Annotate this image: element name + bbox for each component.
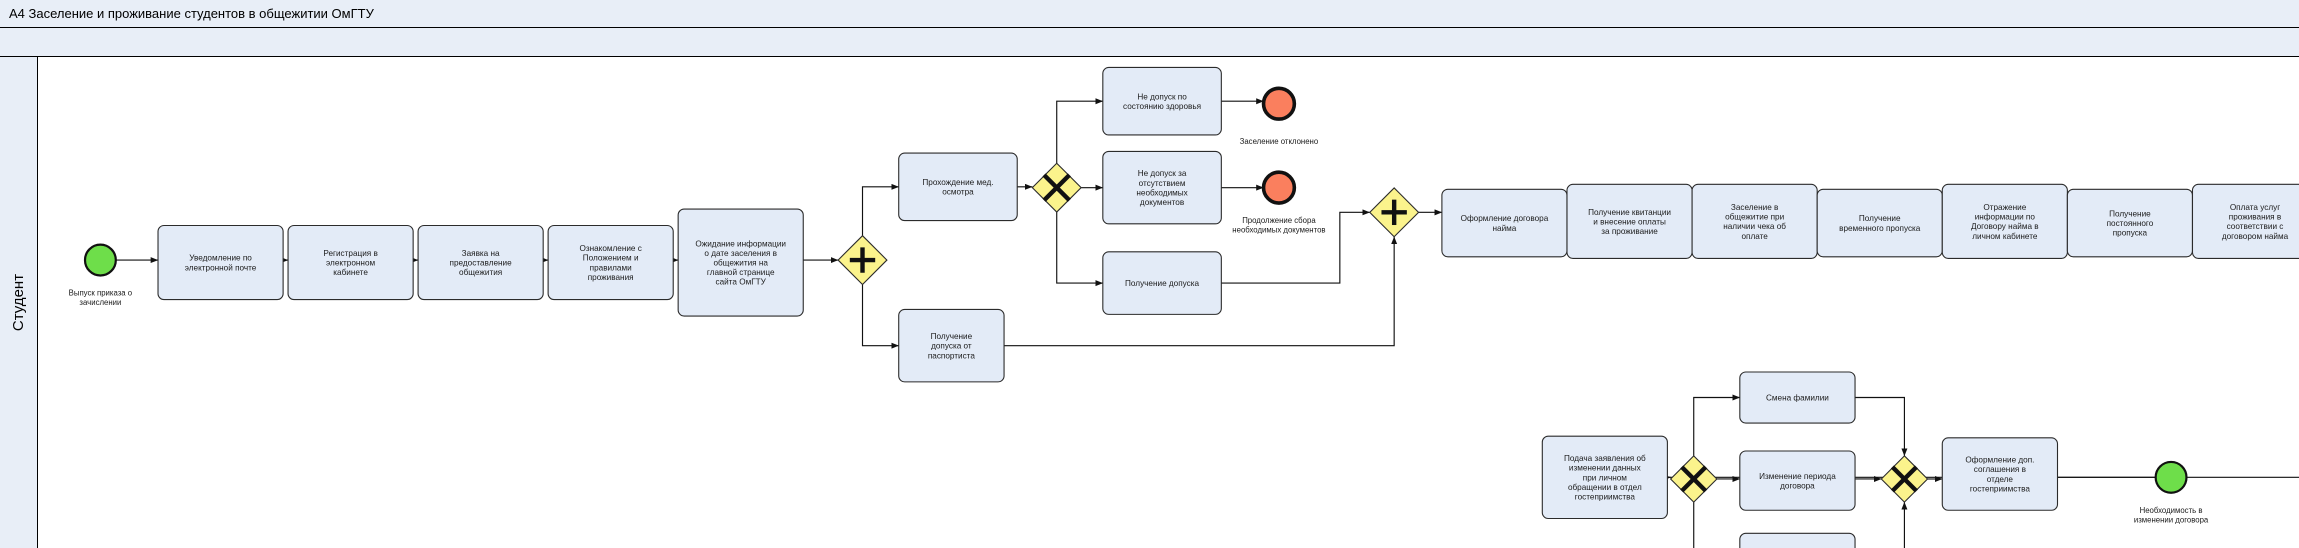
page-title: A4 Заселение и проживание студентов в об… xyxy=(9,6,374,21)
sequence-flow-28 xyxy=(1693,502,1695,548)
event-label: Заселение отклонено xyxy=(1240,137,1319,146)
exclusive-marker-icon xyxy=(1680,465,1708,493)
task-box[interactable] xyxy=(1102,66,1222,136)
exclusive-marker-icon xyxy=(1890,465,1918,493)
event-end1[interactable]: Заселение отклонено xyxy=(1240,86,1319,146)
sequence-flow-14 xyxy=(1221,209,1370,284)
start-event-icon[interactable] xyxy=(83,243,117,277)
pool-sub-bar xyxy=(0,28,2299,57)
task-box[interactable] xyxy=(898,308,1005,383)
task-box[interactable] xyxy=(1941,437,2059,511)
sequence-flow-6 xyxy=(861,183,899,236)
task-t6[interactable]: Прохождение мед.осмотра xyxy=(898,152,1018,222)
pool-title-bar: A4 Заселение и проживание студентов в об… xyxy=(0,0,2299,28)
task-box[interactable] xyxy=(2191,183,2299,259)
task-box[interactable] xyxy=(1541,435,1668,520)
start-event-icon[interactable] xyxy=(2154,460,2188,494)
gateway-g1-parallel[interactable] xyxy=(837,234,888,286)
sequence-flow-29 xyxy=(1855,396,1908,457)
task-t19[interactable]: Смена фамилии xyxy=(1739,371,1856,424)
exclusive-marker-icon xyxy=(1042,173,1071,202)
task-box[interactable] xyxy=(287,224,414,301)
sequence-flow-9 xyxy=(1056,98,1104,164)
gateway-g3-parallel[interactable] xyxy=(1368,187,1420,238)
task-box[interactable] xyxy=(1739,450,1856,511)
task-label: Смена фамилии xyxy=(1766,394,1829,403)
task-label: Получение допуска xyxy=(1125,279,1199,288)
sequence-flow-11 xyxy=(1056,212,1104,287)
task-box[interactable] xyxy=(1102,251,1222,315)
sequence-flow-15 xyxy=(1004,236,1398,347)
task-box[interactable] xyxy=(898,152,1018,222)
gateway-g2-exclusive[interactable] xyxy=(1031,162,1082,213)
gateway-g5-exclusive[interactable] xyxy=(1880,455,1929,503)
task-box[interactable] xyxy=(1739,532,1856,548)
task-t21[interactable]: Переселение вдругое общежитие xyxy=(1739,532,1856,548)
gateway-g4-exclusive[interactable] xyxy=(1669,455,1718,503)
task-box[interactable] xyxy=(157,224,284,301)
sequence-flow-26 xyxy=(1693,394,1741,456)
task-label: Прохождение мед.осмотра xyxy=(922,178,993,197)
task-box[interactable] xyxy=(1739,371,1856,424)
sequence-flow-7 xyxy=(861,284,899,349)
end-event-icon[interactable] xyxy=(1261,86,1297,121)
lane-header-student: Студент xyxy=(0,57,38,548)
task-box[interactable] xyxy=(417,224,544,301)
task-box[interactable] xyxy=(547,224,674,301)
sequence-flow-31 xyxy=(1901,501,1908,548)
end-event-icon[interactable] xyxy=(1261,170,1297,205)
task-box[interactable] xyxy=(677,208,804,317)
task-t9[interactable]: Получение допуска xyxy=(1102,251,1222,315)
task-box[interactable] xyxy=(1102,150,1222,225)
